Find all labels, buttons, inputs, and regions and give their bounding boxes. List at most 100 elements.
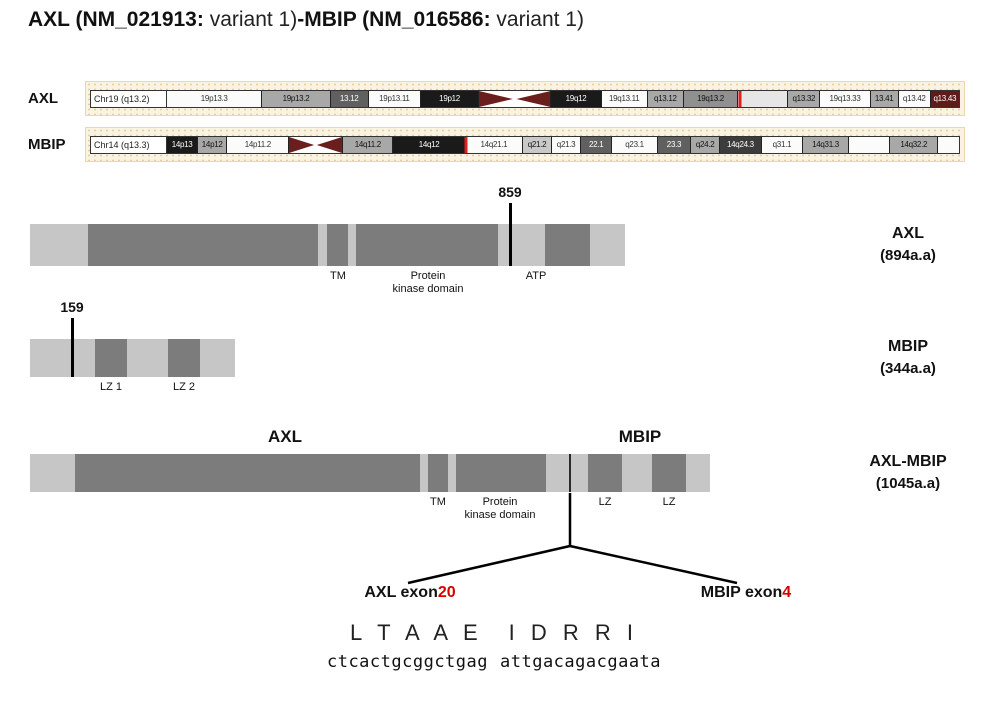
chromosome-name-label: Chr19 (q13.2) <box>91 90 167 107</box>
ideogram-gene-label-axl: AXL <box>28 90 58 107</box>
callout-line <box>407 544 571 585</box>
chromosome-band: q21.3 <box>552 136 582 153</box>
nt-mbip-part: attgacagacgaata <box>500 652 662 672</box>
fusion-partner-label: AXL <box>268 427 302 446</box>
breakpoint-position-label: 859 <box>498 184 522 200</box>
protein-domain-segment <box>327 224 348 266</box>
protein-name-label: AXL <box>892 225 924 242</box>
callout-line <box>569 544 738 585</box>
domain-label: TM <box>330 270 346 282</box>
protein-domain-segment <box>652 454 686 492</box>
axl-exon-number: 20 <box>437 584 456 601</box>
chromosome-band: q13.12 <box>647 90 684 107</box>
chromosome-band: q13.32 <box>788 90 821 107</box>
fusion-breakpoint-marker <box>464 136 468 153</box>
chromosome-band: 19q13.2 <box>683 90 739 107</box>
chromosome-band: q13.42 <box>898 90 931 107</box>
domain-label: TM <box>430 496 446 508</box>
domain-label: LZ 1 <box>99 381 123 393</box>
fusion-breakpoint-marker <box>738 90 742 107</box>
domain-label: Protein kinase domain <box>464 496 536 522</box>
chromosome-band: 13.41 <box>870 90 899 107</box>
chromosome-band: 14q11.2 <box>343 136 394 153</box>
domain-label: ATP <box>525 270 547 282</box>
protein-domain-segment <box>545 224 590 266</box>
title-part: -MBIP (NM_016586: <box>297 8 491 31</box>
chromosome-band: 19p13.11 <box>368 90 421 107</box>
chromosome-band: 19q12 <box>551 90 602 107</box>
breakpoint-line <box>509 203 512 266</box>
chromosome-band: 14q24.3 <box>720 136 762 153</box>
centromere <box>289 136 344 153</box>
chromosome-band: 14p13 <box>167 136 199 153</box>
protein-domain-segment <box>356 224 498 266</box>
fusion-partner-label: MBIP <box>618 427 662 446</box>
protein-length-label: (344a.a) <box>880 360 936 377</box>
title-part: variant 1) <box>490 8 584 31</box>
aa-axl-part: L T A A E <box>349 620 483 645</box>
ideogram-gene-label-mbip: MBIP <box>28 136 66 153</box>
protein-domain-segment <box>168 339 200 377</box>
chromosome-band: 14q31.3 <box>803 136 849 153</box>
chromosome-band <box>938 136 959 153</box>
title-part: variant 1) <box>203 8 298 31</box>
protein-domain-segment <box>428 454 448 492</box>
protein-domain-segment <box>95 339 127 377</box>
chromosome-band: q24.2 <box>691 136 721 153</box>
protein-side-label-axl: AXL (894a.a) <box>843 223 973 267</box>
chromosome-band: 13.12 <box>330 90 369 107</box>
chromosome-band: 14q12 <box>393 136 466 153</box>
protein-side-label-mbip: MBIP (344a.a) <box>843 336 973 380</box>
figure-title: AXL (NM_021913: variant 1)-MBIP (NM_0165… <box>28 8 584 32</box>
chromosome-band: q23.1 <box>612 136 658 153</box>
chromosome-band: 19q13.33 <box>820 90 871 107</box>
title-part: AXL (NM_021913: <box>28 8 204 31</box>
domain-label: LZ <box>598 496 612 508</box>
nucleotide-sequence: ctcactgcggctgag attgacagacgaata <box>144 652 844 672</box>
chromosome-band: 19p12 <box>420 90 480 107</box>
chromosome-band: 14p11.2 <box>227 136 290 153</box>
axl-exon-prefix: AXL exon <box>364 584 438 601</box>
breakpoint-position-label: 159 <box>60 299 84 315</box>
fusion-junction-line <box>569 454 571 492</box>
chromosome-band: 19p13.3 <box>167 90 263 107</box>
chromosome-band: q13.43 <box>930 90 959 107</box>
chromosome-band: q21.2 <box>522 136 553 153</box>
chromosome-band: 19p13.2 <box>262 90 331 107</box>
chromosome-band: 19q13.11 <box>601 90 648 107</box>
mbip-exon-prefix: MBIP exon <box>700 584 783 601</box>
protein-domain-segment <box>456 454 546 492</box>
protein-length-label: (1045a.a) <box>875 475 941 492</box>
chromosome-band: q31.1 <box>761 136 804 153</box>
amino-acid-sequence: L T A A E I D R R I <box>144 620 844 646</box>
chromosome-band: 14q21.1 <box>465 136 523 153</box>
protein-domain-segment <box>88 224 318 266</box>
protein-domain-segment <box>588 454 622 492</box>
breakpoint-line <box>71 318 74 377</box>
protein-length-label: (894a.a) <box>880 247 936 264</box>
centromere <box>479 90 552 107</box>
aa-mbip-part: I D R R I <box>508 620 639 645</box>
nt-axl-part: ctcactgcggctgag <box>326 652 488 672</box>
chromosome-band: 14p12 <box>198 136 228 153</box>
chromosome-band: 23.3 <box>657 136 692 153</box>
axl-exon-label: AXL exon20 <box>364 584 455 602</box>
protein-name-label: MBIP <box>888 338 928 355</box>
domain-label: Protein kinase domain <box>392 270 464 296</box>
chromosome-band: 22.1 <box>581 136 613 153</box>
chromosome-band <box>848 136 891 153</box>
chromosome-band: 14q32.2 <box>890 136 939 153</box>
chromosome-band <box>738 90 789 107</box>
